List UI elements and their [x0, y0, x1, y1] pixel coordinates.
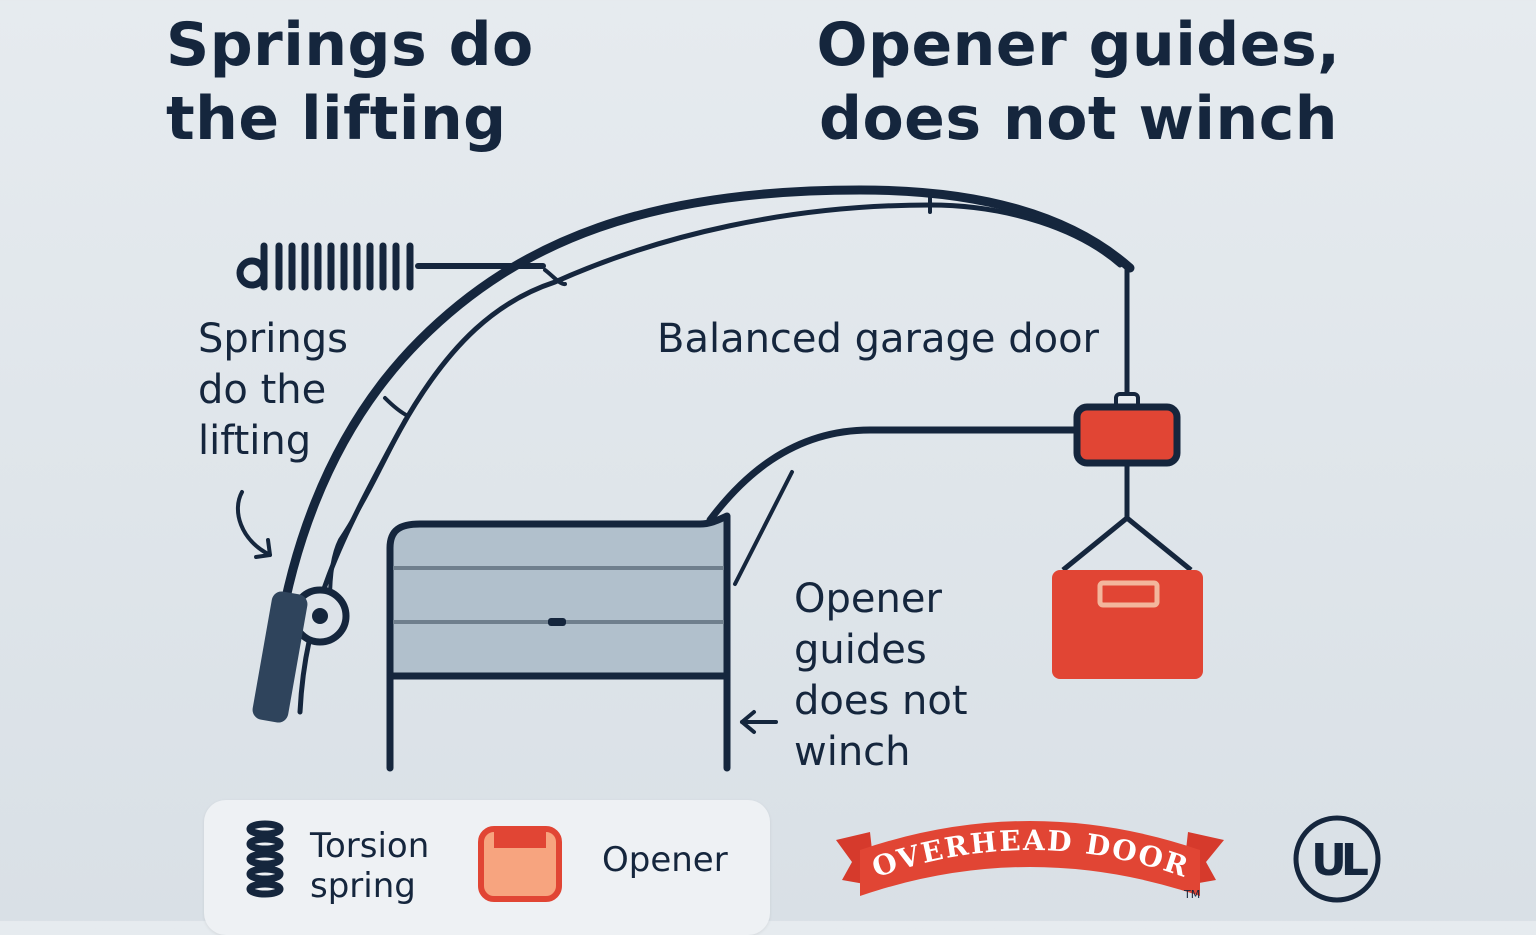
side-rail	[328, 418, 407, 602]
headline-springs-line-2: the lifting	[166, 84, 507, 154]
headline-springs: Springs do the lifting	[166, 8, 534, 156]
ul-mark-text: UL	[1311, 835, 1368, 886]
inner-track	[297, 202, 1123, 715]
door-arm	[733, 470, 794, 586]
garage-door-panel	[386, 512, 731, 772]
label-opener-guides: Opener guides does not winch	[794, 574, 968, 778]
headline-opener-line-2: does not winch	[819, 84, 1338, 154]
opener-box	[1061, 463, 1193, 572]
label-opener-line-1: Opener	[794, 576, 942, 622]
overhead-door-logo: OVERHEAD DOOR TM	[836, 821, 1224, 901]
legend-opener-label: Opener	[602, 840, 728, 880]
arrow-to-door-icon	[740, 710, 778, 734]
cable-bracket	[252, 591, 308, 723]
outer-track	[265, 185, 1135, 717]
opener-rail	[706, 426, 1081, 524]
label-springs-line-2: do the	[198, 367, 327, 413]
banner-body	[860, 821, 1200, 896]
opener-unit	[1073, 392, 1181, 467]
headline-springs-line-1: Springs do	[166, 10, 534, 80]
door-handle	[548, 618, 566, 626]
label-springs-line-1: Springs	[198, 316, 348, 362]
torsion-spring-icon	[236, 242, 414, 291]
brand-trademark: TM	[1183, 888, 1200, 901]
label-springs-line-3: lifting	[198, 418, 312, 464]
label-opener-line-4: winch	[794, 729, 911, 775]
label-balanced-door: Balanced garage door	[657, 316, 1099, 362]
legend-spring-line-2: spring	[310, 866, 416, 906]
label-springs-lift: Springs do the lifting	[198, 314, 348, 467]
headline-opener: Opener guides, does not winch	[806, 8, 1351, 156]
track-joint-2	[383, 396, 410, 418]
ul-mark-icon: UL	[1293, 815, 1381, 903]
opener-box-body	[1052, 570, 1203, 679]
legend: Torsion spring Opener	[204, 800, 770, 935]
legend-spring-line-1: Torsion	[310, 826, 430, 866]
legend-torsion-spring-label: Torsion spring	[310, 826, 429, 906]
track-joint	[543, 268, 567, 286]
headline-opener-line-1: Opener guides,	[816, 10, 1341, 80]
opener-legend-icon	[478, 826, 562, 902]
label-opener-line-3: does not	[794, 678, 968, 724]
opener-box-handle	[1097, 580, 1160, 608]
arrow-icon	[235, 490, 272, 559]
label-opener-line-2: guides	[794, 627, 927, 673]
torsion-spring-legend-icon	[246, 820, 284, 898]
